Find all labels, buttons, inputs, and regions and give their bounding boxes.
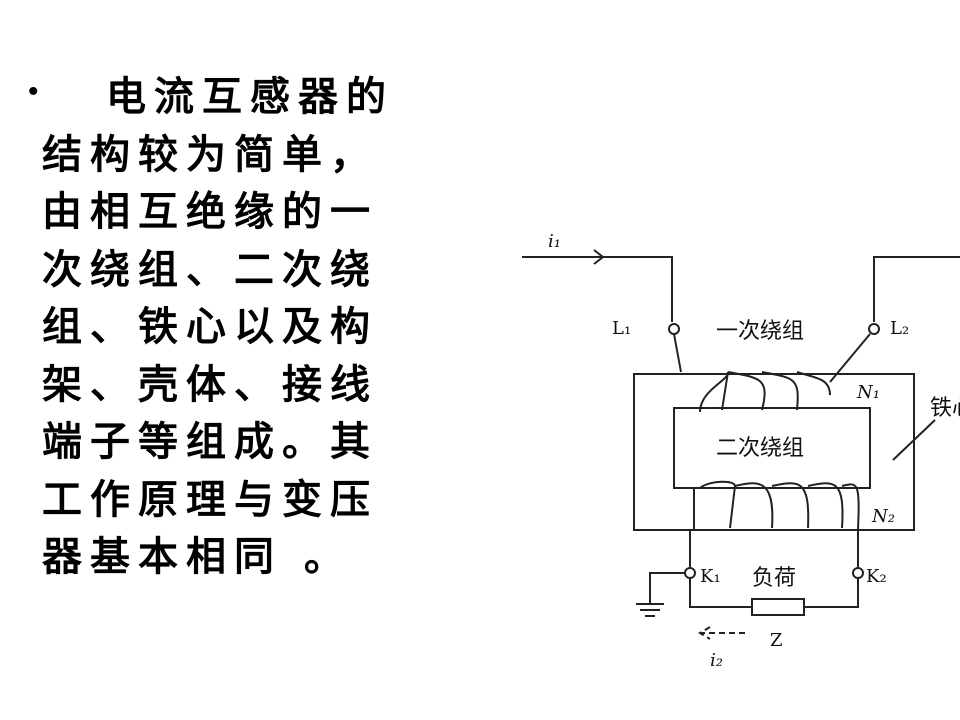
text-line-9: 器基本相同 。 xyxy=(42,533,352,580)
label-load: 负荷 xyxy=(752,566,796,591)
bullet-point: • xyxy=(28,75,39,108)
label-Z: Z xyxy=(770,630,783,651)
terminal-K1 xyxy=(684,567,696,579)
label-K2: K₂ xyxy=(866,566,887,587)
label-primary-winding: 一次绕组 xyxy=(716,319,804,344)
current-arrow-i2 xyxy=(698,626,745,640)
primary-coil xyxy=(699,371,831,413)
text-line-1: 电流互感器的 xyxy=(106,73,394,120)
text-line-5: 组、铁心以及构 xyxy=(42,303,378,350)
terminal-K2 xyxy=(852,567,864,579)
text-line-6: 架、壳体、接线 xyxy=(42,360,378,408)
text-line-2: 结构较为简单， xyxy=(42,130,378,178)
current-transformer-diagram: i₁ L₁ L₂ 一次绕组 N₁ 二次绕组 铁心 N₂ K₁ K₂ 负荷 Z i… xyxy=(522,231,960,671)
label-N2: N₂ xyxy=(871,506,895,527)
primary-output-wire xyxy=(873,256,960,322)
iron-core-inner xyxy=(673,407,871,489)
label-i2: i₂ xyxy=(710,650,723,671)
label-i1: i₁ xyxy=(548,231,561,252)
terminal-L2 xyxy=(868,323,880,335)
description-text: 电流互感器的 结构较为简单， 由相互绝缘的一 次绕组、二次绕 组、铁心以及构 架… xyxy=(42,68,452,586)
text-line-3: 由相互绝缘的一 xyxy=(42,188,378,235)
secondary-coil xyxy=(693,480,860,531)
text-line-8: 工作原理与变压 xyxy=(42,475,378,523)
label-N1: N₁ xyxy=(856,382,880,403)
primary-input-wire xyxy=(522,256,673,322)
text-line-4: 次绕组、二次绕 xyxy=(42,245,378,293)
label-secondary-winding: 二次绕组 xyxy=(716,436,804,461)
label-L1: L₁ xyxy=(612,318,631,339)
terminal-L1 xyxy=(668,323,680,335)
label-core: 铁心 xyxy=(930,396,960,421)
text-line-7: 端子等组成。其 xyxy=(42,418,378,465)
ground-symbol xyxy=(636,572,685,617)
label-L2: L₂ xyxy=(890,318,909,339)
label-K1: K₁ xyxy=(700,566,721,587)
current-arrow-i1 xyxy=(580,249,605,265)
load-resistor xyxy=(751,598,805,616)
